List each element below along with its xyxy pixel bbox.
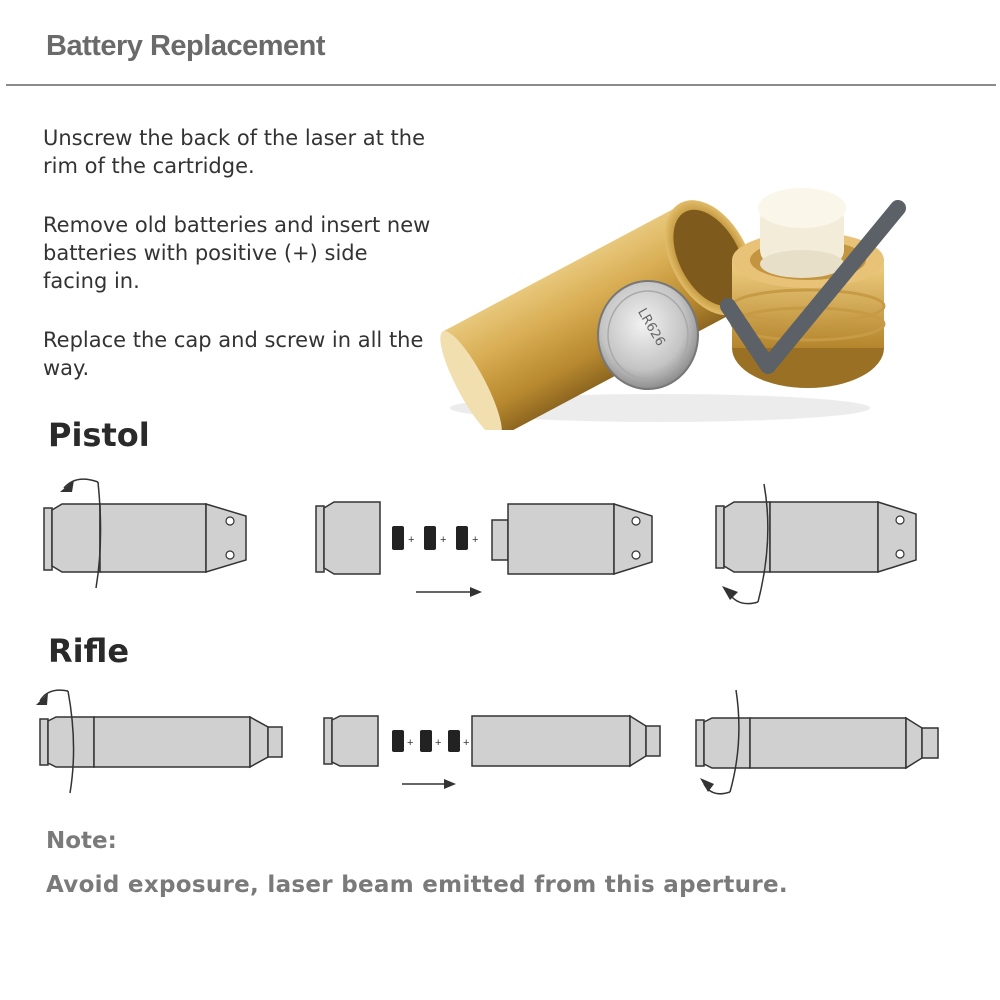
battery-icon: + bbox=[448, 730, 469, 752]
rotate-arrow-icon bbox=[722, 586, 738, 600]
instruction-step-1: Unscrew the back of the laser at the rim… bbox=[43, 126, 425, 178]
svg-text:+: + bbox=[463, 737, 469, 749]
battery-icon: + bbox=[392, 730, 413, 752]
rifle-heading: Rifle bbox=[48, 632, 130, 670]
note-label: Note: bbox=[46, 828, 117, 854]
pistol-diagram-batteries: + + + bbox=[315, 501, 653, 597]
note-text: Avoid exposure, laser beam emitted from … bbox=[46, 872, 788, 898]
rotate-arrow-icon bbox=[36, 693, 48, 705]
rifle-diagram-screw-in bbox=[695, 689, 939, 795]
pistol-diagram-screw-in bbox=[715, 483, 917, 605]
direction-arrow-icon bbox=[470, 587, 482, 597]
svg-text:+: + bbox=[435, 737, 441, 749]
page-title: Battery Replacement bbox=[46, 30, 326, 62]
rotate-arrow-icon bbox=[60, 480, 74, 492]
battery-icon: + bbox=[456, 526, 478, 550]
pistol-heading: Pistol bbox=[48, 416, 150, 454]
battery-icon: + bbox=[392, 526, 414, 550]
checkmark-icon bbox=[720, 200, 906, 374]
instruction-step-2: Remove old batteries and insert new batt… bbox=[43, 213, 431, 293]
svg-text:+: + bbox=[472, 534, 478, 546]
battery-icon: + bbox=[424, 526, 446, 550]
svg-text:+: + bbox=[407, 737, 413, 749]
pistol-diagram-unscrew bbox=[43, 478, 247, 589]
direction-arrow-icon bbox=[444, 779, 456, 789]
svg-text:+: + bbox=[408, 534, 414, 546]
product-photo: LR626 bbox=[440, 188, 906, 430]
battery-icon: + bbox=[420, 730, 441, 752]
svg-text:+: + bbox=[440, 534, 446, 546]
rifle-diagram-batteries: + + + bbox=[323, 714, 661, 789]
instructions: Unscrew the back of the laser at the rim… bbox=[43, 124, 433, 413]
instruction-step-3: Replace the cap and screw in all the way… bbox=[43, 328, 424, 380]
header-divider bbox=[6, 84, 996, 86]
rotate-arrow-icon bbox=[700, 778, 714, 792]
rifle-diagram-unscrew bbox=[36, 689, 283, 794]
